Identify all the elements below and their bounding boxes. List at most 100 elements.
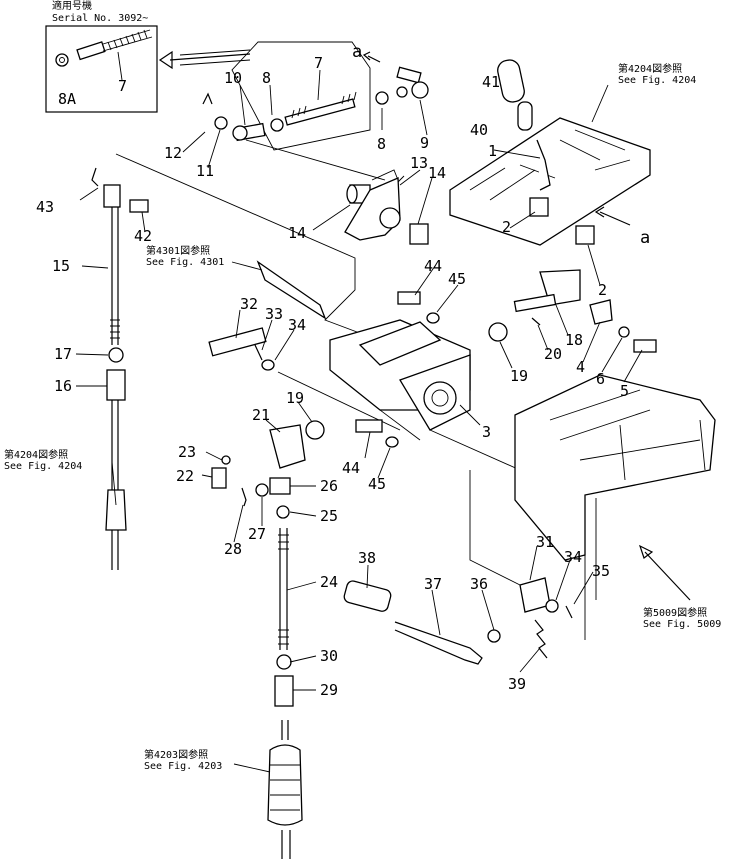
grip-40: [517, 101, 533, 131]
inset-header: 適用号機: [52, 0, 92, 12]
cable-left: [111, 400, 119, 570]
ref-4301-en: See Fig. 4301: [146, 257, 224, 268]
part-label: 6: [596, 370, 605, 388]
knob-41: [497, 59, 525, 103]
bracket-4: [589, 299, 613, 325]
rod-end-9: [396, 66, 429, 99]
bushing-14-right: [409, 223, 429, 245]
part-label: 34: [288, 316, 306, 334]
part-label: 8: [377, 135, 386, 153]
nut-11: [214, 116, 228, 130]
part-label: 40: [470, 121, 488, 139]
bolt-42: [129, 199, 149, 213]
part-label: 4: [576, 358, 585, 376]
part-label: 37: [424, 575, 442, 593]
ref-5009-en: See Fig. 5009: [643, 619, 721, 630]
inset-box: 適用号機 Serial No. 3092~ 8A 7: [45, 0, 158, 113]
part-label: 18: [565, 331, 583, 349]
part-label: 22: [176, 467, 194, 485]
callout-a-top: a: [352, 42, 362, 62]
washer-23: [221, 455, 231, 465]
ref-4203-en: See Fig. 4203: [144, 761, 222, 772]
ref-5009-arrow: [644, 551, 691, 601]
bolt-44-lower: [355, 419, 383, 433]
part-label: 21: [252, 406, 270, 424]
part-label: 35: [592, 562, 610, 580]
sleeve-16: [106, 369, 126, 401]
part-label: 42: [134, 227, 152, 245]
pin-43: [91, 167, 99, 187]
ref-5009-jp: 第5009図参照: [643, 606, 707, 619]
lever-1: [536, 139, 551, 191]
nut-25: [276, 505, 290, 519]
part-numbers: 10 8 7 8 9 41 40 12 11 13 1 43 14 14 2 2…: [36, 54, 629, 699]
part-label: 33: [265, 305, 283, 323]
callout-a-right: a: [640, 228, 650, 248]
pin-20: [531, 317, 541, 326]
part-label: 24: [320, 573, 338, 591]
bushing-2-right: [575, 225, 595, 245]
part-label: 19: [286, 389, 304, 407]
inset-serial: Serial No. 3092~: [52, 13, 148, 24]
nut-8-right: [375, 91, 389, 105]
part-label: 14: [288, 224, 306, 242]
pin-12: [202, 92, 213, 105]
part-label: 26: [320, 477, 338, 495]
rod-24: [278, 528, 289, 650]
inset-arrow-shaft: [169, 53, 251, 61]
part-label: 10: [224, 69, 242, 87]
nut-27: [255, 483, 269, 497]
part-label: 44: [424, 257, 442, 275]
part-label: 43: [36, 198, 54, 216]
knob-38: [343, 580, 392, 612]
part-label: 1: [488, 142, 497, 160]
part-label: 36: [470, 575, 488, 593]
frame: [514, 374, 716, 640]
ref-4204-top-jp: 第4204図参照: [618, 62, 682, 75]
part-label: 3: [482, 423, 491, 441]
part-label: 39: [508, 675, 526, 693]
part-label: 17: [54, 345, 72, 363]
bar-4301: [256, 260, 327, 320]
rod-37: [394, 621, 483, 665]
part-label: 11: [196, 162, 214, 180]
washer-45-lower: [385, 436, 399, 448]
part-label: 8: [262, 69, 271, 87]
part-label: 44: [342, 459, 360, 477]
bushing-2-left: [529, 197, 549, 217]
part-label: 14: [428, 164, 446, 182]
bolt-44-upper: [397, 291, 421, 305]
part-label: 16: [54, 377, 72, 395]
pedal-plate: [449, 117, 651, 246]
part-label: 13: [410, 154, 428, 172]
ref-4204-top-en: See Fig. 4204: [618, 75, 696, 86]
part-label: 15: [52, 257, 70, 275]
part-label: 45: [368, 475, 386, 493]
part-label: 9: [420, 134, 429, 152]
shaft-32: [208, 327, 267, 357]
sleeve-29: [274, 675, 294, 707]
part-label: 31: [536, 533, 554, 551]
part-label: 7: [314, 54, 323, 72]
part-label: 45: [448, 270, 466, 288]
part-label: 5: [620, 382, 629, 400]
part-label: 28: [224, 540, 242, 558]
bolt-5: [633, 339, 657, 353]
part-label: 20: [544, 345, 562, 363]
nut-30: [276, 654, 292, 670]
part-label: 25: [320, 507, 338, 525]
nut-8-left: [270, 118, 284, 132]
part-label: 19: [510, 367, 528, 385]
part-label: 34: [564, 548, 582, 566]
part-label: 38: [358, 549, 376, 567]
part-label: 2: [598, 281, 607, 299]
bolt-22: [211, 467, 227, 489]
cable-4203: [267, 720, 303, 859]
part-label: 2: [502, 218, 511, 236]
pin-33: [254, 344, 263, 361]
joint-26: [269, 477, 291, 495]
ref-4204-left-jp: 第4204図参照: [4, 448, 68, 461]
washer-34-lower: [545, 599, 559, 613]
inset-arrow-head: [158, 50, 173, 70]
